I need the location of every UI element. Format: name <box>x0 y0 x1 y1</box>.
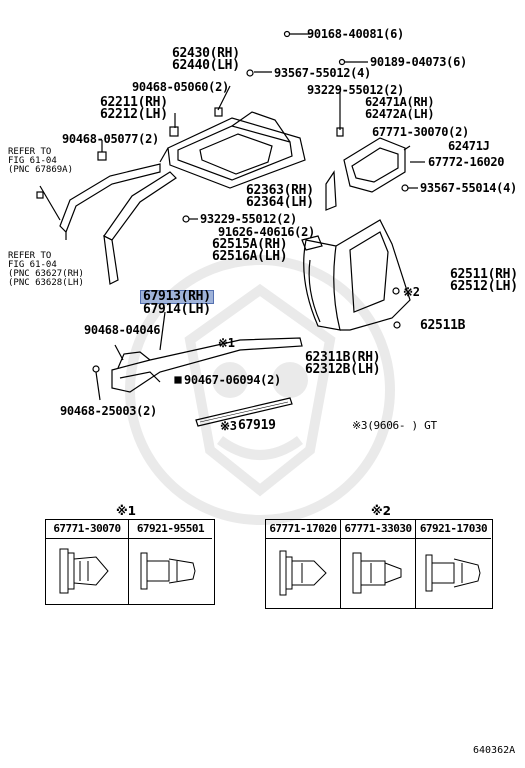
refer-note-2: REFER TO FIG 61-04 (PNC 63627(RH) (PNC 6… <box>8 251 84 288</box>
clip-cell: 67771-17020 <box>266 520 341 608</box>
clip-cell: 67771-30070 <box>46 520 129 604</box>
clip-table-2: 67771-17020 67771-33030 <box>265 519 493 609</box>
part-number: 90468-04046 <box>84 323 161 337</box>
column-header: 67921-95501 <box>129 520 212 539</box>
part-number-rh[interactable]: 67913(RH) <box>140 290 214 304</box>
part-number: 90189-04073(6) <box>370 55 467 69</box>
part-number: 62440(LH) <box>172 58 240 73</box>
part-number: 90467-06094(2) <box>184 373 281 387</box>
part-number: 62471A(RH) <box>365 95 435 109</box>
part-number: 62312B(LH) <box>305 362 381 377</box>
highlighted-part[interactable]: 67913(RH) 67914(LH) <box>140 290 214 316</box>
part-number: 62472A(LH) <box>365 107 435 121</box>
watermark-emblem <box>125 255 395 525</box>
part-number: 62511B <box>420 318 466 333</box>
applicability-note: ※3(9606- ) GT <box>352 419 437 432</box>
part-number: 62363(RH) <box>246 183 314 198</box>
part-number-lh[interactable]: 67914(LH) <box>143 302 211 317</box>
part-number: 93567-55014(4) <box>420 181 517 195</box>
part-number: 90168-40081(6) <box>307 27 404 41</box>
part-number: 93229-55012(2) <box>200 212 297 226</box>
table-2-title: ※2 <box>371 504 392 518</box>
part-number: 62511(RH) <box>450 267 518 282</box>
part-number: 90468-05060(2) <box>132 80 229 94</box>
part-number: 93229-55012(2) <box>307 83 404 97</box>
column-header: 67771-17020 <box>266 520 340 539</box>
part-number: 67771-30070(2) <box>372 125 469 139</box>
part-number: 90468-25003(2) <box>60 404 157 418</box>
part-number: 62311B(RH) <box>305 350 381 365</box>
part-number: 90468-05077(2) <box>62 132 159 146</box>
part-number: 93567-55012(4) <box>274 66 371 80</box>
column-header: 67771-33030 <box>341 520 415 539</box>
part-number: 67919 <box>238 418 276 433</box>
reference-mark: ※1 <box>218 336 235 350</box>
part-number: 62212(LH) <box>100 107 168 122</box>
part-number: 62515A(RH) <box>212 237 288 252</box>
part-number: 62430(RH) <box>172 46 240 61</box>
reference-mark: ※3 <box>220 419 237 433</box>
table-1-title: ※1 <box>116 504 137 518</box>
clip-cell: 67921-17030 <box>416 520 491 608</box>
figure-code: 640362A <box>473 745 516 756</box>
part-number: 62516A(LH) <box>212 249 288 264</box>
column-header: 67771-30070 <box>46 520 128 539</box>
clip-cell: 67921-95501 <box>129 520 212 604</box>
part-number: 67772-16020 <box>428 155 505 169</box>
part-number: 62211(RH) <box>100 95 168 110</box>
part-number: 62364(LH) <box>246 195 314 210</box>
part-number: 91626-40616(2) <box>218 225 315 239</box>
part-number: 62512(LH) <box>450 279 518 294</box>
part-number: 62471J <box>448 139 490 153</box>
clip-cell: 67771-33030 <box>341 520 416 608</box>
reference-mark: ※2 <box>403 285 420 299</box>
refer-note-1: REFER TO FIG 61-04 (PNC 67869A) <box>8 147 74 175</box>
column-header: 67921-17030 <box>416 520 491 539</box>
clip-table-1: 67771-30070 67921-95501 <box>45 519 215 605</box>
